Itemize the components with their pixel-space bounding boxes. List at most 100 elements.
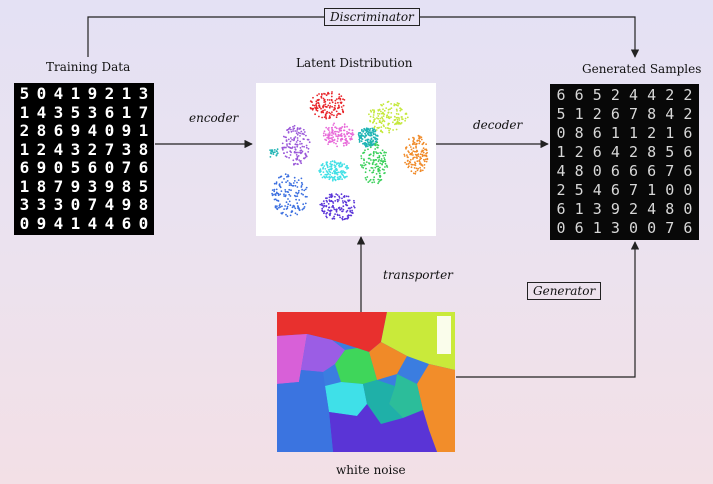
latent-point bbox=[395, 104, 398, 106]
latent-point bbox=[324, 173, 327, 176]
latent-point bbox=[370, 131, 373, 134]
latent-point bbox=[324, 105, 327, 108]
training-digit: 1 bbox=[70, 84, 81, 104]
latent-point bbox=[321, 111, 324, 113]
latent-point bbox=[361, 166, 363, 168]
latent-point bbox=[368, 129, 371, 132]
latent-point bbox=[296, 181, 298, 184]
latent-point bbox=[383, 157, 386, 159]
latent-point bbox=[285, 136, 287, 139]
latent-point bbox=[420, 157, 423, 160]
latent-point bbox=[270, 152, 273, 155]
latent-point bbox=[364, 139, 367, 142]
latent-point bbox=[378, 159, 380, 161]
training-digit: 7 bbox=[138, 102, 149, 122]
latent-point bbox=[329, 133, 331, 135]
latent-point bbox=[417, 153, 420, 155]
latent-point bbox=[369, 132, 371, 134]
latent-point bbox=[375, 122, 378, 125]
latent-point bbox=[331, 126, 333, 129]
generated-digit: 4 bbox=[592, 181, 602, 199]
latent-point bbox=[333, 208, 336, 211]
latent-point bbox=[293, 137, 296, 140]
latent-point bbox=[290, 183, 292, 185]
latent-point bbox=[269, 156, 272, 158]
latent-point bbox=[378, 119, 381, 122]
training-digit: 5 bbox=[138, 176, 149, 196]
latent-point bbox=[373, 110, 376, 113]
latent-point bbox=[336, 140, 339, 143]
latent-point bbox=[422, 151, 425, 154]
latent-point bbox=[299, 151, 302, 154]
latent-point bbox=[341, 138, 344, 141]
training-digit: 0 bbox=[19, 213, 30, 233]
latent-point bbox=[296, 143, 299, 146]
latent-point bbox=[330, 193, 333, 196]
generated-digit: 6 bbox=[683, 162, 693, 180]
latent-point bbox=[337, 207, 340, 209]
latent-point bbox=[327, 143, 329, 145]
latent-point bbox=[341, 163, 343, 166]
latent-point bbox=[371, 181, 374, 184]
training-digit: 2 bbox=[87, 139, 98, 159]
training-digit: 1 bbox=[19, 176, 30, 196]
latent-point bbox=[290, 189, 292, 192]
latent-point bbox=[369, 139, 372, 142]
training-digit: 7 bbox=[104, 139, 115, 159]
latent-point bbox=[420, 138, 423, 141]
latent-point bbox=[305, 186, 308, 189]
latent-point bbox=[283, 208, 285, 210]
latent-point bbox=[340, 106, 343, 108]
training-digit: 9 bbox=[121, 121, 132, 141]
latent-point bbox=[374, 138, 377, 141]
latent-point bbox=[366, 145, 369, 148]
latent-point bbox=[298, 159, 301, 161]
latent-point bbox=[396, 118, 399, 121]
latent-point bbox=[320, 107, 322, 110]
latent-point bbox=[364, 144, 366, 146]
latent-point bbox=[362, 135, 365, 137]
latent-point bbox=[350, 137, 353, 140]
latent-point bbox=[344, 201, 347, 204]
latent-point bbox=[408, 151, 410, 154]
latent-point bbox=[420, 151, 423, 153]
training-digit: 8 bbox=[36, 121, 47, 141]
latent-point bbox=[364, 136, 366, 139]
latent-point bbox=[412, 140, 415, 142]
latent-point bbox=[329, 209, 332, 212]
latent-point bbox=[328, 106, 331, 109]
latent-point bbox=[372, 161, 375, 163]
latent-point bbox=[346, 217, 349, 220]
latent-point bbox=[300, 130, 303, 133]
latent-point bbox=[287, 131, 290, 133]
latent-point bbox=[337, 199, 340, 201]
latent-point bbox=[389, 128, 392, 130]
latent-point bbox=[339, 98, 342, 101]
latent-point bbox=[369, 146, 372, 149]
latent-point bbox=[273, 149, 276, 151]
latent-point bbox=[323, 210, 325, 213]
latent-point bbox=[297, 155, 300, 157]
training-digit: 6 bbox=[53, 121, 64, 141]
latent-point bbox=[346, 132, 348, 135]
latent-point bbox=[358, 135, 361, 137]
latent-point bbox=[426, 157, 429, 160]
latent-point bbox=[342, 205, 345, 208]
latent-point bbox=[393, 115, 396, 118]
latent-point bbox=[326, 201, 328, 203]
latent-point bbox=[409, 161, 412, 164]
latent-point bbox=[294, 212, 297, 215]
latent-point bbox=[315, 102, 318, 105]
training-digit: 4 bbox=[36, 102, 47, 122]
latent-point bbox=[300, 185, 303, 187]
latent-point bbox=[334, 107, 336, 110]
latent-point bbox=[370, 110, 373, 113]
latent-point bbox=[318, 104, 320, 107]
latent-point bbox=[343, 144, 345, 147]
latent-point bbox=[341, 200, 344, 202]
latent-point bbox=[343, 123, 346, 126]
latent-point bbox=[329, 200, 331, 203]
latent-point bbox=[325, 170, 328, 172]
latent-point bbox=[342, 201, 345, 204]
